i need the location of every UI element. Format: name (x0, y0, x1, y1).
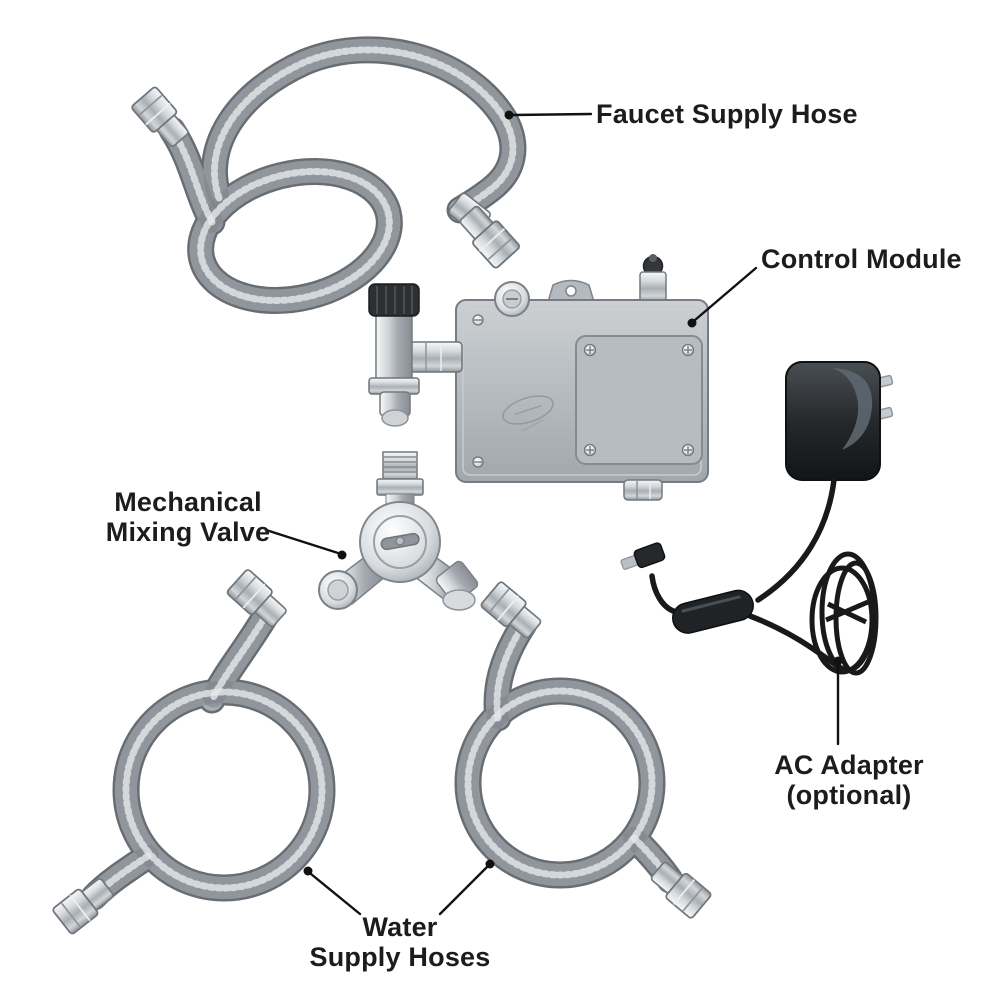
sensor-port-icon (639, 254, 667, 303)
braided-hose-icon (468, 624, 670, 880)
label-mechanical-mixing-valve: Mechanical Mixing Valve (104, 487, 272, 547)
mounting-hole-icon (565, 285, 577, 297)
label-mixing-valve-line1: Mechanical (114, 487, 262, 517)
label-control-module: Control Module (761, 244, 962, 274)
panel-screws (472, 314, 695, 468)
mechanical-mixing-valve (318, 451, 479, 611)
callout-dot-control-module (687, 318, 697, 328)
knurled-knob-icon (368, 283, 420, 317)
power-cord (755, 477, 837, 603)
control-module (368, 254, 709, 501)
label-mixing-valve-line2: Mixing Valve (105, 517, 271, 547)
label-water-supply-hoses: Water Supply Hoses (300, 912, 500, 972)
callout-dot-mixing-valve (337, 550, 347, 560)
coupling-nut-icon (409, 341, 463, 373)
label-ac-adapter-line1: AC Adapter (774, 750, 924, 780)
callout-dot-water-hose-left (303, 866, 313, 876)
faucet-supply-hose (129, 50, 522, 320)
label-water-hoses-line1: Water (362, 912, 438, 942)
valve-body-icon (375, 311, 413, 383)
access-panel (575, 335, 703, 465)
dial-knob-icon (494, 281, 530, 317)
barrel-plug-icon (620, 542, 666, 570)
water-supply-hose-right (468, 580, 713, 920)
power-adapter-icon (785, 361, 881, 481)
mixing-valve-icon (318, 451, 479, 611)
outlet-fitting-icon (623, 479, 663, 501)
brand-logo (502, 395, 554, 432)
label-ac-adapter: AC Adapter (optional) (758, 750, 940, 810)
power-cord (649, 573, 679, 615)
label-ac-adapter-line2: (optional) (786, 780, 912, 810)
elbow-fitting-icon (448, 192, 522, 270)
callout-dot-water-hose-right (485, 859, 495, 869)
ferrite-bead-icon (671, 589, 754, 634)
braided-hose-icon (172, 50, 513, 320)
inlet-valve-assembly (368, 283, 463, 427)
cord-coil-icon (809, 551, 879, 676)
braided-hose-icon (94, 612, 322, 897)
label-faucet-supply-hose: Faucet Supply Hose (596, 99, 858, 129)
ac-adapter (620, 361, 894, 676)
water-supply-hose-left (51, 567, 322, 936)
callout-dot-faucet-hose (504, 110, 514, 120)
callout-leaders (264, 110, 843, 916)
label-water-hoses-line2: Supply Hoses (309, 942, 491, 972)
callout-dot-ac-adapter (833, 656, 843, 666)
